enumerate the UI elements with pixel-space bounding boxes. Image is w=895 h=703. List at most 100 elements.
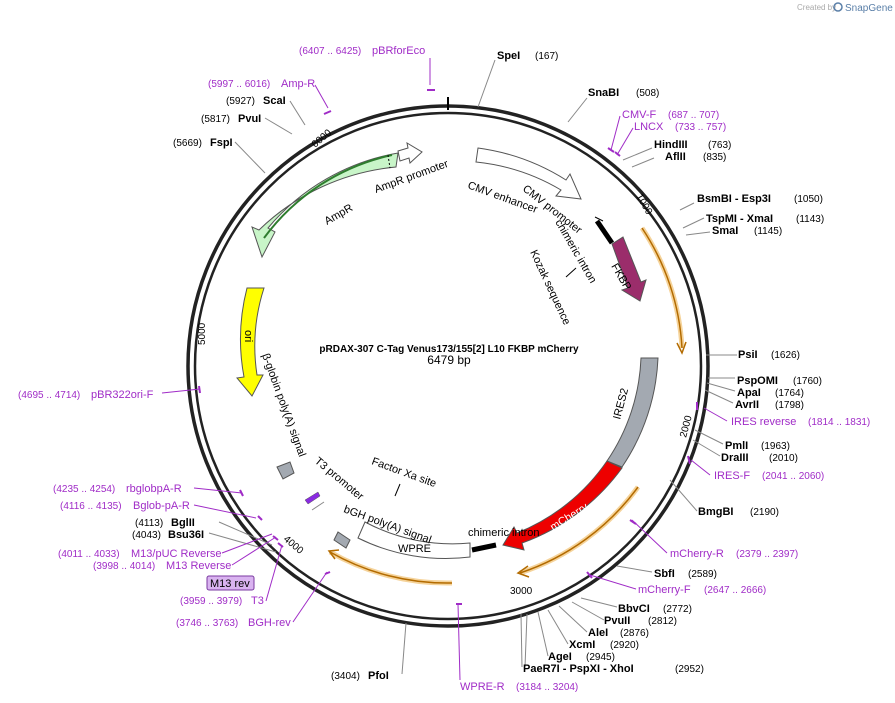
chimeric-intron-top-edge	[594, 216, 604, 222]
primer-name[interactable]: rbglobpA-R	[126, 483, 182, 495]
enzyme-name[interactable]: DraIII	[721, 452, 749, 464]
wpre-block[interactable]	[357, 521, 471, 559]
enzyme-name[interactable]: HindIII	[654, 139, 688, 151]
enzyme-name[interactable]: FspI	[210, 137, 233, 149]
enzyme-name[interactable]: BsmBI - Esp3I	[697, 193, 771, 205]
enzyme-name[interactable]: Bsu36I	[168, 529, 204, 541]
enzyme-name[interactable]: TspMI - XmaI	[706, 213, 773, 225]
enzyme-name[interactable]: AleI	[588, 627, 608, 639]
enzyme-name[interactable]: SpeI	[497, 50, 520, 62]
chimeric-intron-bottom-bar[interactable]	[471, 542, 497, 553]
primer-name[interactable]: M13/pUC Reverse	[131, 548, 221, 560]
t3-promoter-arrow[interactable]	[304, 491, 321, 505]
ampr-promoter-arrow[interactable]	[397, 141, 423, 164]
primer-pos: (6407 .. 6425)	[299, 46, 361, 57]
enzyme-pos: (1963)	[761, 441, 790, 452]
chimeric-intron-bottom-label: chimeric intron	[468, 527, 540, 539]
primer-pos: (2379 .. 2397)	[736, 549, 798, 560]
primer-pos: (4695 .. 4714)	[18, 390, 80, 401]
enzyme-name[interactable]: PaeR7I - PspXI - XhoI	[523, 663, 634, 675]
factor-xa-label: Factor Xa site	[370, 456, 438, 490]
cmv-arrow[interactable]	[475, 147, 582, 200]
primer-pos: (5997 .. 6016)	[208, 79, 270, 90]
primer-name[interactable]: mCherry-F	[638, 584, 691, 596]
primer-labels: pBRforEco (6407 .. 6425) Amp-R (5997 .. …	[18, 45, 870, 693]
wpre-label: WPRE	[398, 543, 431, 555]
t3-promoter-line	[311, 501, 325, 511]
cds-line-bottom[interactable]	[519, 486, 639, 574]
primer-name[interactable]: Amp-R	[281, 78, 315, 90]
enzyme-name[interactable]: SbfI	[654, 568, 675, 580]
enzyme-name[interactable]: AflII	[665, 151, 686, 163]
ampr-orf-line	[263, 154, 393, 239]
bgh-block[interactable]	[333, 531, 351, 549]
primer-name[interactable]: pBR322ori-F	[91, 389, 154, 401]
enzyme-name[interactable]: PsiI	[738, 349, 758, 361]
enzyme-pos: (2589)	[688, 569, 717, 580]
ires2-block[interactable]	[606, 357, 659, 468]
enzyme-pos: (835)	[703, 152, 726, 163]
mcherry-arrow[interactable]	[502, 460, 623, 551]
enzyme-name[interactable]: SmaI	[712, 225, 738, 237]
enzyme-name[interactable]: AvrII	[735, 399, 759, 411]
enzyme-name[interactable]: ScaI	[263, 95, 286, 107]
enzyme-pos: (508)	[636, 88, 659, 99]
enzyme-name[interactable]: BglII	[171, 517, 195, 529]
primer-name[interactable]: T3	[251, 595, 264, 607]
enzyme-pos: (5817)	[201, 114, 230, 125]
bglobin-block[interactable]	[276, 461, 295, 480]
enzyme-labels: SpeI (167) SnaBI (508) HindIII (763) Afl…	[132, 50, 824, 682]
primer-name[interactable]: IRES reverse	[731, 416, 796, 428]
primer-name[interactable]: M13 Reverse	[166, 560, 231, 572]
ampr-arrow[interactable]	[251, 152, 399, 259]
enzyme-name[interactable]: PfoI	[368, 670, 389, 682]
primer-name[interactable]: pBRforEco	[372, 45, 425, 57]
primer-name[interactable]: mCherry-R	[670, 548, 724, 560]
enzyme-pos: (1798)	[775, 400, 804, 411]
primer-leader-lines	[161, 58, 728, 681]
enzyme-name[interactable]: PmlI	[725, 440, 748, 452]
enzyme-pos: (2876)	[620, 628, 649, 639]
primer-name[interactable]: Bglob-pA-R	[133, 500, 190, 512]
enzyme-pos: (4043)	[132, 530, 161, 541]
credit-brand: SnapGene	[845, 3, 893, 14]
enzyme-pos: (2190)	[750, 507, 779, 518]
enzyme-name[interactable]: PspOMI	[737, 375, 778, 387]
enzyme-pos: (1050)	[794, 194, 823, 205]
enzyme-name[interactable]: AgeI	[548, 651, 572, 663]
enzyme-pos: (5669)	[173, 138, 202, 149]
kozak-marker	[565, 267, 577, 278]
enzyme-name[interactable]: PvuII	[604, 615, 630, 627]
primer-pos: (3998 .. 4014)	[93, 561, 155, 572]
fkbp-arrow[interactable]	[611, 236, 647, 302]
m13-rev-badge[interactable]	[206, 575, 255, 591]
factor-xa-marker	[394, 483, 401, 497]
plasmid-size: 6479 bp	[427, 353, 471, 367]
enzyme-pos: (5927)	[226, 96, 255, 107]
primer-name[interactable]: LNCX	[634, 121, 664, 133]
enzyme-name[interactable]: SnaBI	[588, 87, 619, 99]
primer-name[interactable]: IRES-F	[714, 470, 750, 482]
ori-arrow[interactable]	[236, 287, 265, 397]
enzyme-pos: (1764)	[775, 388, 804, 399]
cds-line-bottom-left[interactable]	[329, 551, 453, 584]
enzyme-name[interactable]: ApaI	[737, 387, 761, 399]
cds-line-right[interactable]	[641, 227, 683, 349]
primer-pos: (733 .. 757)	[675, 122, 726, 133]
primer-pos: (2647 .. 2666)	[704, 585, 766, 596]
plasmid-title: pRDAX-307 C-Tag Venus173/155[2] L10 FKBP…	[319, 344, 579, 355]
enzyme-name[interactable]: BbvCI	[618, 603, 650, 615]
tick-3000: 3000	[510, 586, 533, 597]
chimeric-intron-top-bar[interactable]	[594, 219, 615, 245]
primer-name[interactable]: BGH-rev	[248, 617, 291, 629]
enzyme-name[interactable]: XcmI	[569, 639, 595, 651]
primer-name[interactable]: CMV-F	[622, 109, 657, 121]
enzyme-pos: (2952)	[675, 664, 704, 675]
enzyme-name[interactable]: PvuI	[238, 113, 261, 125]
primer-pos: (4235 .. 4254)	[53, 484, 115, 495]
primer-pos: (4011 .. 4033)	[58, 549, 120, 560]
enzyme-pos: (2812)	[648, 616, 677, 627]
enzyme-name[interactable]: BmgBI	[698, 506, 733, 518]
primer-name[interactable]: WPRE-R	[460, 681, 505, 693]
